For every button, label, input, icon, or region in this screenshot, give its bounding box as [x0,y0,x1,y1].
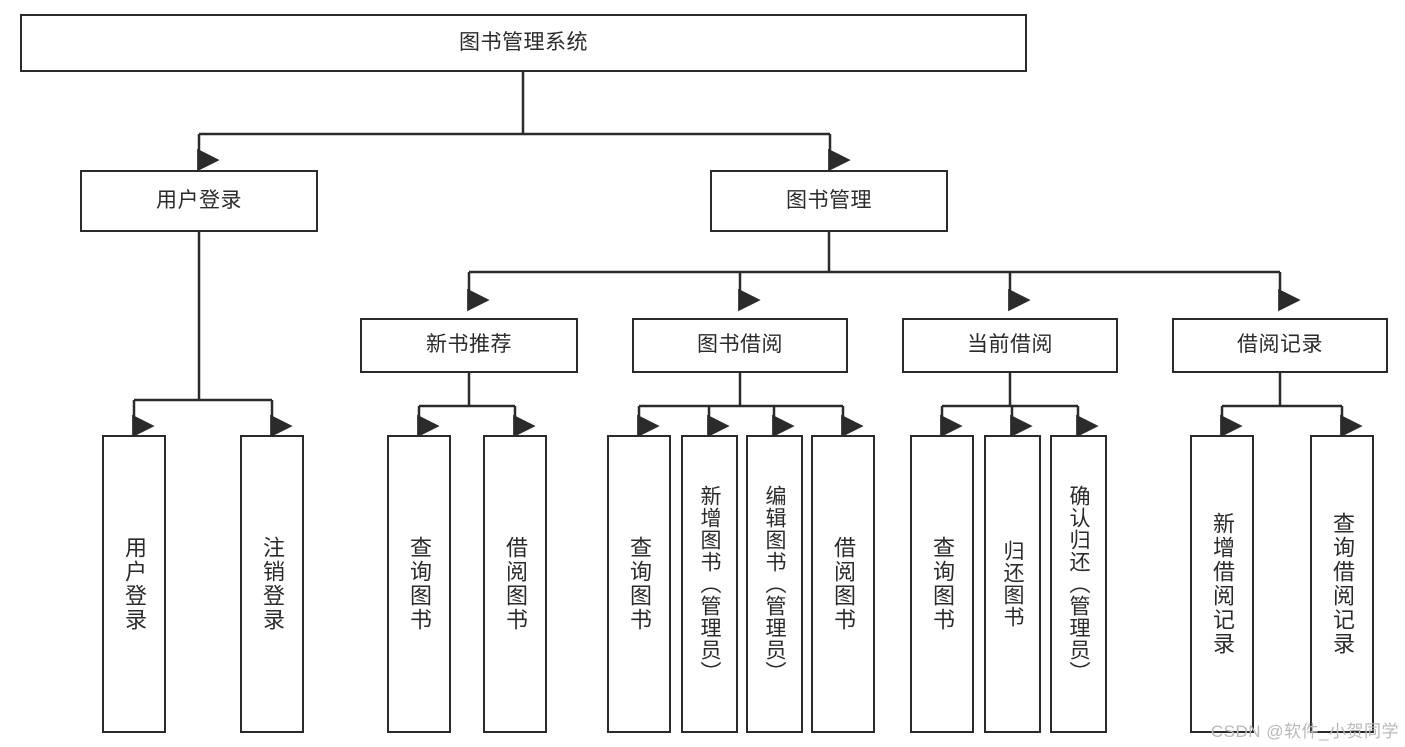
node-leaf-borrow-book-2[interactable]: 借阅图书 [811,435,875,733]
node-book-management[interactable]: 图书管理 [710,170,948,232]
node-leaf-logout[interactable]: 注销登录 [240,435,304,733]
node-leaf-borrow-book-1-label: 借阅图书 [503,536,528,632]
node-leaf-query-book-1-label: 查询图书 [407,536,432,632]
node-leaf-add-borrow-record[interactable]: 新增借阅记录 [1190,435,1254,733]
node-leaf-return-book-label: 归还图书 [1001,540,1024,628]
node-borrow-record-label: 借阅记录 [1237,333,1323,357]
node-new-book-recommend[interactable]: 新书推荐 [360,318,578,373]
node-leaf-query-book-3[interactable]: 查询图书 [910,435,974,733]
watermark: CSDN @软件_小贺同学 [1210,722,1399,741]
node-leaf-borrow-book-1[interactable]: 借阅图书 [483,435,547,733]
node-leaf-query-book-3-label: 查询图书 [930,536,955,632]
node-book-management-label: 图书管理 [786,188,872,212]
node-leaf-query-borrow-record-label: 查询借阅记录 [1330,512,1355,656]
node-leaf-edit-book-admin-label: 编辑图书（管理员） [763,485,786,683]
node-book-borrow[interactable]: 图书借阅 [632,318,848,373]
node-leaf-logout-label: 注销登录 [260,536,285,632]
node-leaf-confirm-return-admin-label: 确认归还（管理员） [1067,485,1090,683]
node-current-borrow-label: 当前借阅 [967,333,1053,357]
node-leaf-return-book[interactable]: 归还图书 [984,435,1041,733]
node-user-login-label: 用户登录 [156,188,242,212]
node-leaf-edit-book-admin[interactable]: 编辑图书（管理员） [746,435,803,733]
node-leaf-add-borrow-record-label: 新增借阅记录 [1210,512,1235,656]
node-leaf-borrow-book-2-label: 借阅图书 [831,536,856,632]
node-new-book-recommend-label: 新书推荐 [426,333,512,357]
node-borrow-record[interactable]: 借阅记录 [1172,318,1388,373]
node-leaf-confirm-return-admin[interactable]: 确认归还（管理员） [1050,435,1107,733]
node-current-borrow[interactable]: 当前借阅 [902,318,1118,373]
node-leaf-query-book-2[interactable]: 查询图书 [607,435,671,733]
node-leaf-user-login[interactable]: 用户登录 [102,435,166,733]
node-root[interactable]: 图书管理系统 [20,14,1027,72]
node-leaf-query-book-2-label: 查询图书 [627,536,652,632]
node-leaf-add-book-admin[interactable]: 新增图书（管理员） [681,435,738,733]
node-book-borrow-label: 图书借阅 [697,333,783,357]
node-user-login[interactable]: 用户登录 [80,170,318,232]
node-leaf-query-borrow-record[interactable]: 查询借阅记录 [1310,435,1374,733]
node-leaf-user-login-label: 用户登录 [122,536,147,632]
node-leaf-add-book-admin-label: 新增图书（管理员） [698,485,721,683]
node-leaf-query-book-1[interactable]: 查询图书 [387,435,451,733]
node-root-label: 图书管理系统 [459,30,588,54]
